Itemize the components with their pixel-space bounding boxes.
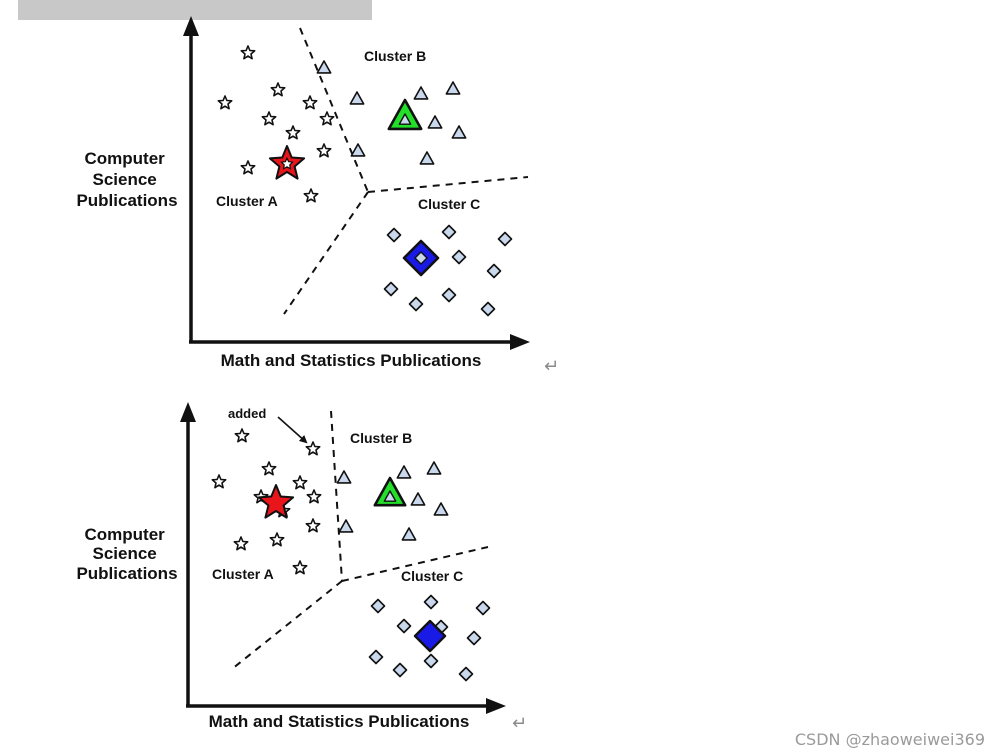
star-point: [261, 461, 277, 476]
cluster-b-label: Cluster B: [350, 430, 412, 446]
diamond-point: [497, 231, 513, 247]
triangle-point: [427, 115, 443, 129]
y-axis-label-line-1: Computer: [84, 149, 165, 168]
star-point: [269, 532, 285, 547]
star-point: [261, 111, 277, 126]
y-axis-arrowhead: [183, 16, 199, 36]
diamond-point: [441, 287, 457, 303]
y-axis-label-line-3: Publications: [76, 191, 177, 210]
triangle-point: [350, 143, 366, 157]
diamond-point: [480, 301, 496, 317]
star-point: [234, 428, 250, 443]
diamond-point: [408, 296, 424, 312]
triangle-point: [338, 519, 354, 533]
star-point: [302, 95, 318, 110]
star-centroid: [257, 484, 295, 519]
x-axis-label: Math and Statistics Publications: [209, 712, 470, 731]
y-axis-label: Computer Science Publications: [76, 149, 177, 210]
star-point: [270, 82, 286, 97]
star-point: [305, 518, 321, 533]
star-point: [285, 125, 301, 140]
y-axis-label-line-1: Computer: [84, 525, 165, 544]
cluster-b-label: Cluster B: [364, 48, 426, 64]
cluster-c-label: Cluster C: [418, 196, 480, 212]
star-point: [316, 143, 332, 158]
x-axis-label: Math and Statistics Publications: [221, 351, 482, 370]
diamond-point: [396, 618, 412, 634]
points-before: [217, 45, 513, 317]
diamond-point: [458, 666, 474, 682]
star-point: [305, 441, 321, 456]
diamond-point: [423, 653, 439, 669]
boundary-a-c: [283, 191, 369, 315]
star-point: [240, 160, 256, 175]
triangle-point: [419, 151, 435, 165]
triangle-point: [426, 461, 442, 475]
x-axis-arrowhead: [510, 334, 530, 350]
boundary-a-b: [330, 410, 343, 582]
triangle-point: [316, 60, 332, 74]
return-mark: ↵: [512, 713, 527, 734]
y-axis-arrowhead: [180, 402, 196, 422]
top-gray-bar: [18, 0, 372, 20]
diamond-point: [370, 598, 386, 614]
return-mark: ↵: [544, 356, 559, 377]
diamond-point: [368, 649, 384, 665]
boundary-a-b: [299, 27, 369, 193]
diamond-point: [441, 224, 457, 240]
boundary-b-c: [367, 176, 529, 193]
triangle-point: [349, 91, 365, 105]
diamond-point: [451, 249, 467, 265]
triangle-point: [433, 502, 449, 516]
y-axis-label-line-2: Science: [93, 170, 157, 189]
star-point: [306, 489, 322, 504]
cluster-a-label: Cluster A: [216, 193, 278, 209]
triangle-point: [401, 527, 417, 541]
diagram-after: Computer Science Publications Math and S…: [76, 402, 527, 734]
diamond-point: [386, 227, 402, 243]
watermark: CSDN @zhaoweiwei369: [794, 730, 985, 749]
added-arrow: [277, 416, 308, 444]
triangle-point: [336, 470, 352, 484]
y-axis-label: Computer Science Publications: [76, 525, 177, 583]
diamond-centroid: [413, 619, 447, 653]
diamond-point: [392, 662, 408, 678]
points-after: [211, 428, 491, 682]
star-point: [233, 536, 249, 551]
star-point: [319, 111, 335, 126]
star-point: [240, 45, 256, 60]
triangle-point: [451, 125, 467, 139]
star-point: [217, 95, 233, 110]
star-point: [211, 474, 227, 489]
triangle-point: [396, 465, 412, 479]
triangle-point: [413, 86, 429, 100]
star-centroid-inner: [280, 157, 294, 170]
star-point: [292, 475, 308, 490]
boundary-a-c: [231, 580, 343, 670]
y-axis-label-line-2: Science: [93, 544, 157, 563]
star-point: [292, 560, 308, 575]
triangle-centroid-inner: [398, 113, 412, 125]
diamond-point: [423, 594, 439, 610]
diamond-point: [383, 281, 399, 297]
diamond-point: [486, 263, 502, 279]
triangle-centroid-inner: [383, 490, 397, 502]
added-annotation: added: [228, 406, 266, 421]
diamond-point: [475, 600, 491, 616]
triangle-point: [445, 81, 461, 95]
diamond-point: [466, 630, 482, 646]
cluster-a-label: Cluster A: [212, 566, 274, 582]
x-axis-arrowhead: [486, 698, 506, 714]
y-axis-label-line-3: Publications: [76, 564, 177, 583]
diagram-before: Computer Science Publications Math and S…: [76, 16, 559, 377]
diamond-centroid-inner: [414, 251, 428, 265]
star-point: [303, 188, 319, 203]
cluster-c-label: Cluster C: [401, 568, 463, 584]
triangle-point: [410, 492, 426, 506]
